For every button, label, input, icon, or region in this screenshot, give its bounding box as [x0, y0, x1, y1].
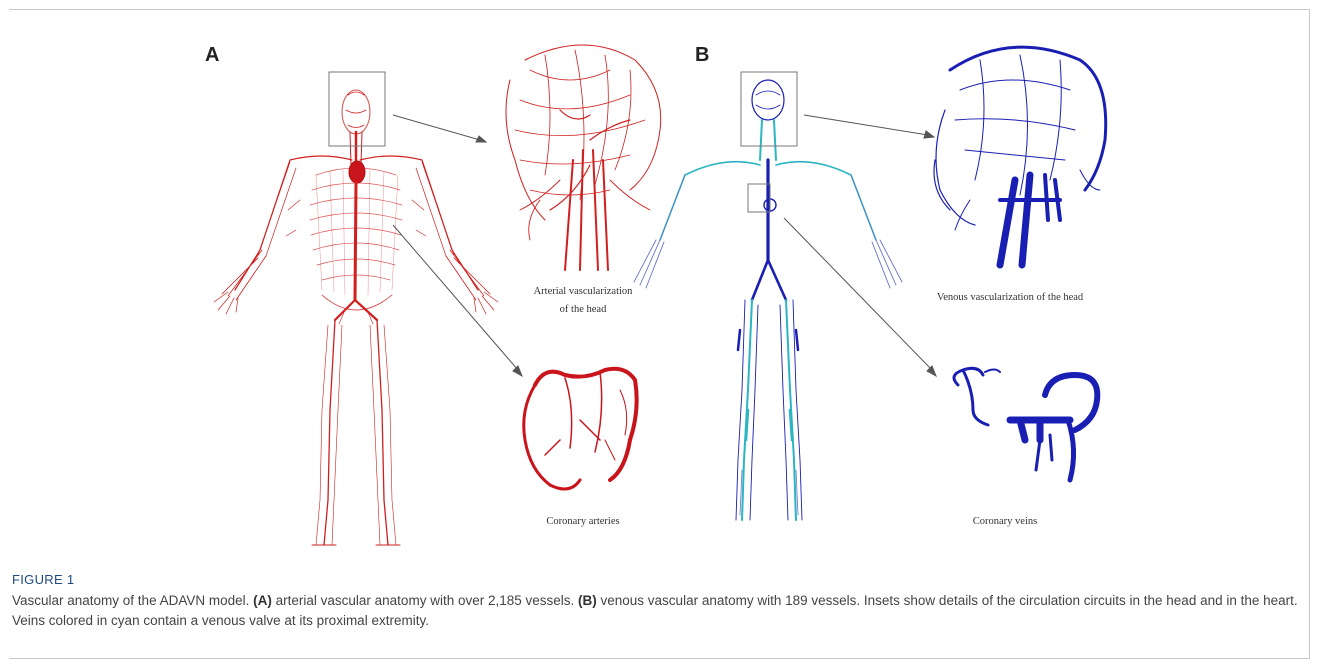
figure-image: A B Arterial vascularization of the head… — [0, 0, 1319, 560]
caption-b-marker: (B) — [578, 593, 597, 608]
label-arterial-head-line2: of the head — [488, 301, 678, 319]
panel-b-letter: B — [695, 44, 709, 67]
label-arterial-head: Arterial vascularization of the head — [488, 283, 678, 319]
caption-a-marker: (A) — [253, 593, 272, 608]
label-coronary-arteries: Coronary arteries — [488, 513, 678, 531]
caption-text: Vascular anatomy of the ADAVN model. (A)… — [12, 591, 1302, 631]
label-arterial-head-line1: Arterial vascularization — [488, 283, 678, 301]
arrows-a — [393, 115, 522, 376]
figure-caption: FIGURE 1 Vascular anatomy of the ADAVN m… — [12, 572, 1302, 631]
label-venous-head: Venous vascularization of the head — [900, 289, 1120, 307]
figure-label: FIGURE 1 — [12, 572, 1302, 587]
panel-a-letter: A — [205, 44, 219, 67]
arterial-body — [214, 90, 498, 545]
arrows-b — [784, 115, 936, 376]
vascular-illustration — [0, 0, 1319, 560]
label-coronary-veins: Coronary veins — [930, 513, 1080, 531]
coronary-arteries-inset — [524, 369, 637, 489]
caption-part1: Vascular anatomy of the ADAVN model. — [12, 593, 253, 608]
arterial-head-inset — [506, 45, 661, 270]
caption-part2: arterial vascular anatomy with over 2,18… — [272, 593, 578, 608]
coronary-veins-inset — [954, 368, 1097, 480]
venous-head-inset — [934, 47, 1106, 265]
